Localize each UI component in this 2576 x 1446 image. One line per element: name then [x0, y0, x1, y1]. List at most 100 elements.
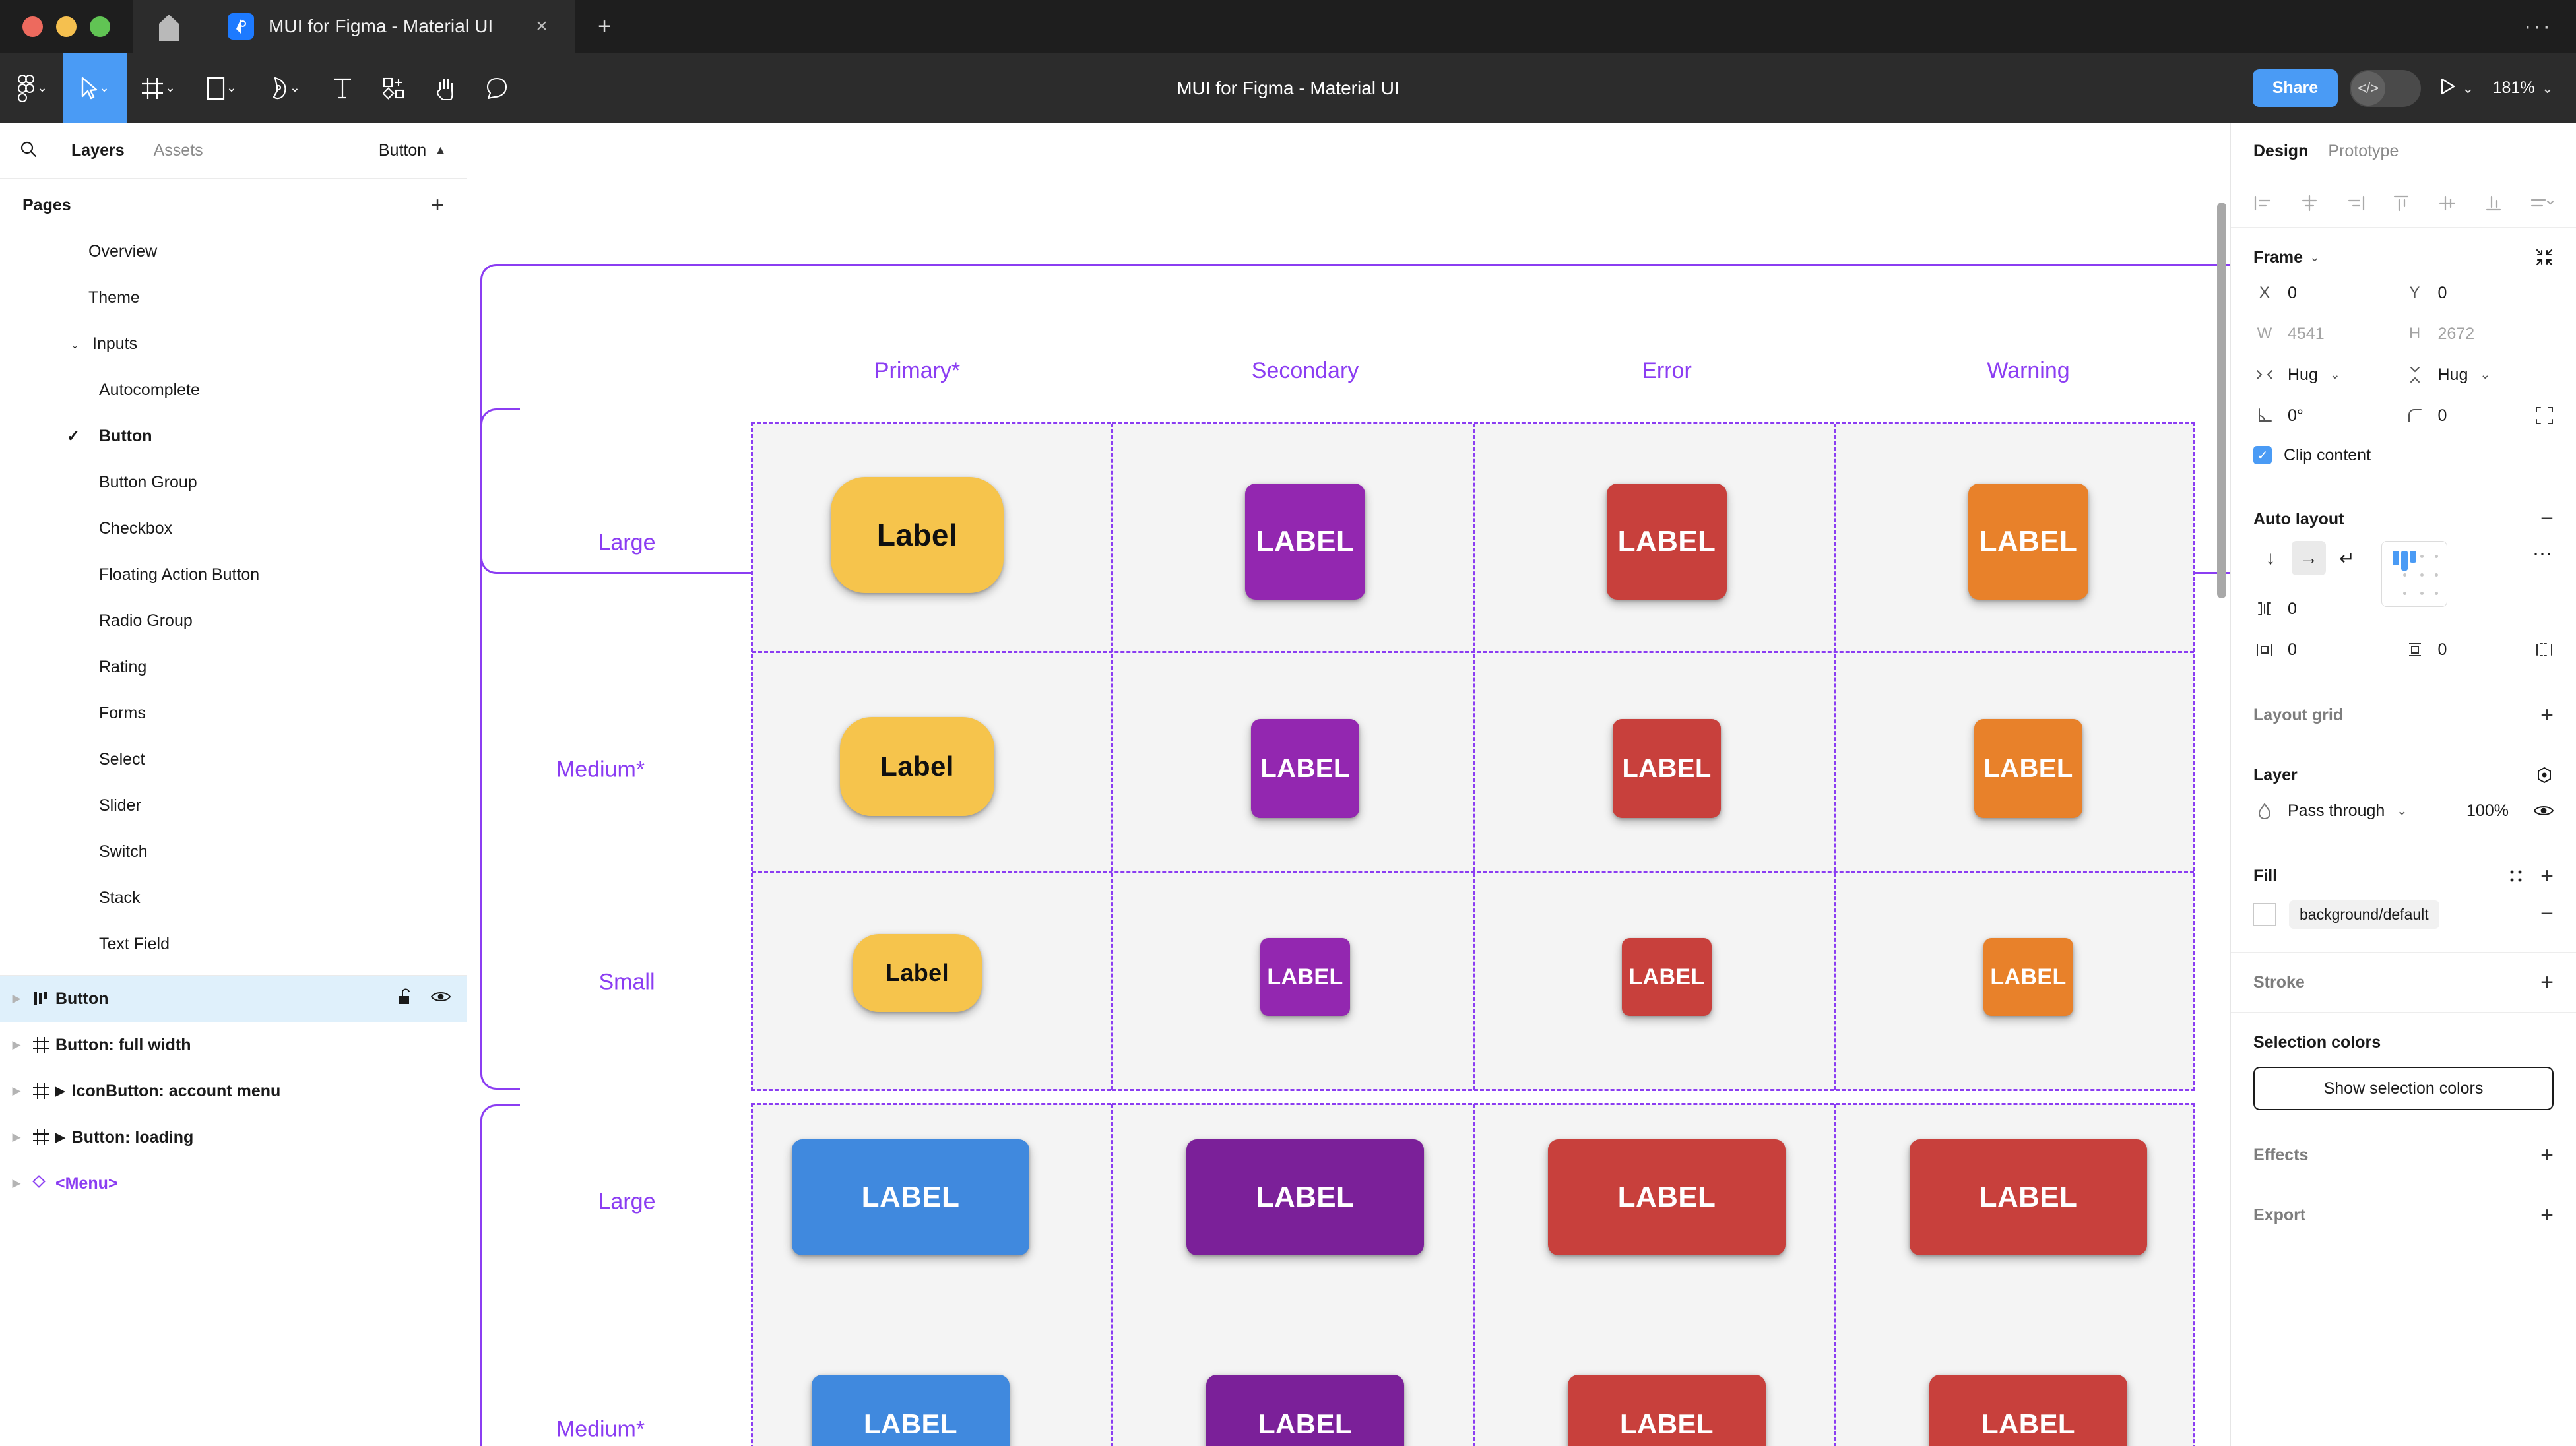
horizontal-padding-field[interactable]: 0: [2253, 641, 2404, 660]
material-button[interactable]: LABEL: [1260, 938, 1350, 1016]
expand-layer-icon[interactable]: ▶: [12, 1038, 21, 1051]
frame-y-field[interactable]: Y 0: [2404, 284, 2554, 303]
independent-corners-button[interactable]: [2535, 406, 2554, 425]
layer-settings-icon[interactable]: [2535, 766, 2554, 784]
chevron-down-icon[interactable]: ⌄: [2309, 250, 2320, 265]
material-button[interactable]: LABEL: [1910, 1139, 2147, 1255]
distribute-more-icon[interactable]: [2530, 194, 2554, 212]
layer-row[interactable]: ▶<Menu>: [0, 1160, 467, 1207]
individual-padding-button[interactable]: [2535, 641, 2554, 658]
material-button[interactable]: LABEL: [1548, 1139, 1786, 1255]
page-item-switch[interactable]: Switch: [0, 829, 467, 875]
move-tool[interactable]: ⌄: [63, 53, 127, 123]
direction-vertical-button[interactable]: ↓: [2266, 548, 2275, 568]
frame-width-field[interactable]: W 4541: [2253, 325, 2404, 344]
chevron-down-icon[interactable]: ⌄: [2462, 79, 2474, 96]
present-button[interactable]: ⌄: [2433, 77, 2480, 99]
chevron-down-icon[interactable]: ⌄: [290, 81, 300, 95]
maximize-window-button[interactable]: [90, 16, 110, 37]
comment-tool[interactable]: [471, 53, 523, 123]
vertical-padding-field[interactable]: 0: [2404, 641, 2554, 660]
hand-tool[interactable]: [420, 53, 471, 123]
page-item-autocomplete[interactable]: Autocomplete: [0, 367, 467, 413]
remove-auto-layout-button[interactable]: −: [2540, 506, 2554, 532]
align-left-icon[interactable]: [2253, 194, 2273, 212]
blend-mode-select[interactable]: Pass through ⌄: [2253, 802, 2439, 821]
material-button[interactable]: LABEL: [1622, 938, 1712, 1016]
components-tool[interactable]: [368, 53, 420, 123]
page-item-text-field[interactable]: Text Field: [0, 921, 467, 967]
chevron-down-icon[interactable]: ⌄: [165, 81, 176, 95]
material-button[interactable]: LABEL: [792, 1139, 1029, 1255]
page-item-radio-group[interactable]: Radio Group: [0, 598, 467, 644]
visibility-icon[interactable]: [430, 990, 451, 1009]
align-vertical-center-icon[interactable]: [2437, 194, 2457, 212]
pen-tool[interactable]: ⌄: [253, 53, 317, 123]
page-item-floating-action-button[interactable]: Floating Action Button: [0, 551, 467, 598]
clip-content-checkbox[interactable]: ✓: [2253, 446, 2272, 464]
add-stroke-button[interactable]: +: [2540, 969, 2554, 995]
fill-color-swatch[interactable]: [2253, 903, 2276, 926]
home-button[interactable]: [133, 0, 205, 53]
material-button[interactable]: Label: [853, 934, 982, 1012]
align-horizontal-center-icon[interactable]: [2300, 194, 2319, 212]
text-tool[interactable]: [317, 53, 368, 123]
tab-assets[interactable]: Assets: [153, 141, 203, 160]
layer-row[interactable]: ▶▶IconButton: account menu: [0, 1068, 467, 1114]
material-button[interactable]: Label: [831, 477, 1004, 593]
material-button[interactable]: LABEL: [1607, 484, 1727, 600]
toggle-layer-visibility-icon[interactable]: [2533, 803, 2554, 818]
page-item-rating[interactable]: Rating: [0, 644, 467, 690]
design-canvas[interactable]: Contained Primary* Secondary Error Warni…: [467, 123, 2230, 1446]
collapse-frame-icon[interactable]: [2535, 248, 2554, 267]
window-menu-button[interactable]: ···: [2524, 13, 2552, 39]
frame-height-field[interactable]: H 2672: [2404, 325, 2554, 344]
material-button[interactable]: LABEL: [812, 1375, 1010, 1446]
page-item-checkbox[interactable]: Checkbox: [0, 505, 467, 551]
tab-design[interactable]: Design: [2253, 141, 2309, 160]
layer-row[interactable]: ▶▶Button: loading: [0, 1114, 467, 1160]
add-export-button[interactable]: +: [2540, 1202, 2554, 1228]
layer-row[interactable]: ▶Button: full width: [0, 1022, 467, 1068]
page-item-slider[interactable]: Slider: [0, 782, 467, 829]
rotation-field[interactable]: 0°: [2253, 406, 2404, 425]
page-item-button-group[interactable]: Button Group: [0, 459, 467, 505]
page-item-stack[interactable]: Stack: [0, 875, 467, 921]
remove-fill-button[interactable]: −: [2540, 901, 2554, 927]
show-selection-colors-button[interactable]: Show selection colors: [2253, 1067, 2554, 1110]
fill-style-token[interactable]: background/default: [2289, 900, 2439, 929]
frame-x-field[interactable]: X 0: [2253, 284, 2404, 303]
layer-disclosure-triangle-icon[interactable]: ▶: [55, 1084, 65, 1098]
share-button[interactable]: Share: [2252, 69, 2338, 107]
unlock-icon[interactable]: [398, 988, 414, 1010]
expand-layer-icon[interactable]: ▶: [12, 1131, 21, 1143]
auto-layout-more-button[interactable]: ⋯: [2532, 544, 2554, 565]
material-button[interactable]: LABEL: [1613, 719, 1721, 818]
layer-row[interactable]: ▶Button: [0, 976, 467, 1022]
material-button[interactable]: LABEL: [1568, 1375, 1766, 1446]
expand-layer-icon[interactable]: ▶: [12, 1084, 21, 1097]
direction-wrap-button[interactable]: ↵: [2339, 548, 2355, 569]
material-button[interactable]: Label: [840, 717, 994, 816]
horizontal-resizing-select[interactable]: Hug ⌄: [2253, 365, 2404, 385]
material-button[interactable]: LABEL: [1186, 1139, 1424, 1255]
direction-horizontal-button[interactable]: →: [2292, 541, 2326, 575]
close-window-button[interactable]: [22, 16, 43, 37]
expand-layer-icon[interactable]: ▶: [12, 1177, 21, 1189]
page-item-select[interactable]: Select: [0, 736, 467, 782]
align-right-icon[interactable]: [2346, 194, 2366, 212]
material-button[interactable]: LABEL: [1929, 1375, 2127, 1446]
material-button[interactable]: LABEL: [1968, 484, 2088, 600]
minimize-window-button[interactable]: [56, 16, 77, 37]
chevron-down-icon[interactable]: ⌄: [226, 81, 237, 95]
search-button[interactable]: [20, 141, 57, 161]
canvas-vertical-scrollbar[interactable]: [2217, 203, 2226, 598]
material-button[interactable]: LABEL: [1983, 938, 2073, 1016]
alignment-grid-picker[interactable]: [2381, 541, 2447, 607]
material-button[interactable]: LABEL: [1251, 719, 1359, 818]
current-page-selector[interactable]: Button ▲: [379, 141, 447, 160]
material-button[interactable]: LABEL: [1974, 719, 2082, 818]
chevron-down-icon[interactable]: ⌄: [2541, 79, 2554, 96]
frame-tool[interactable]: ⌄: [127, 53, 190, 123]
add-fill-button[interactable]: +: [2540, 863, 2554, 889]
